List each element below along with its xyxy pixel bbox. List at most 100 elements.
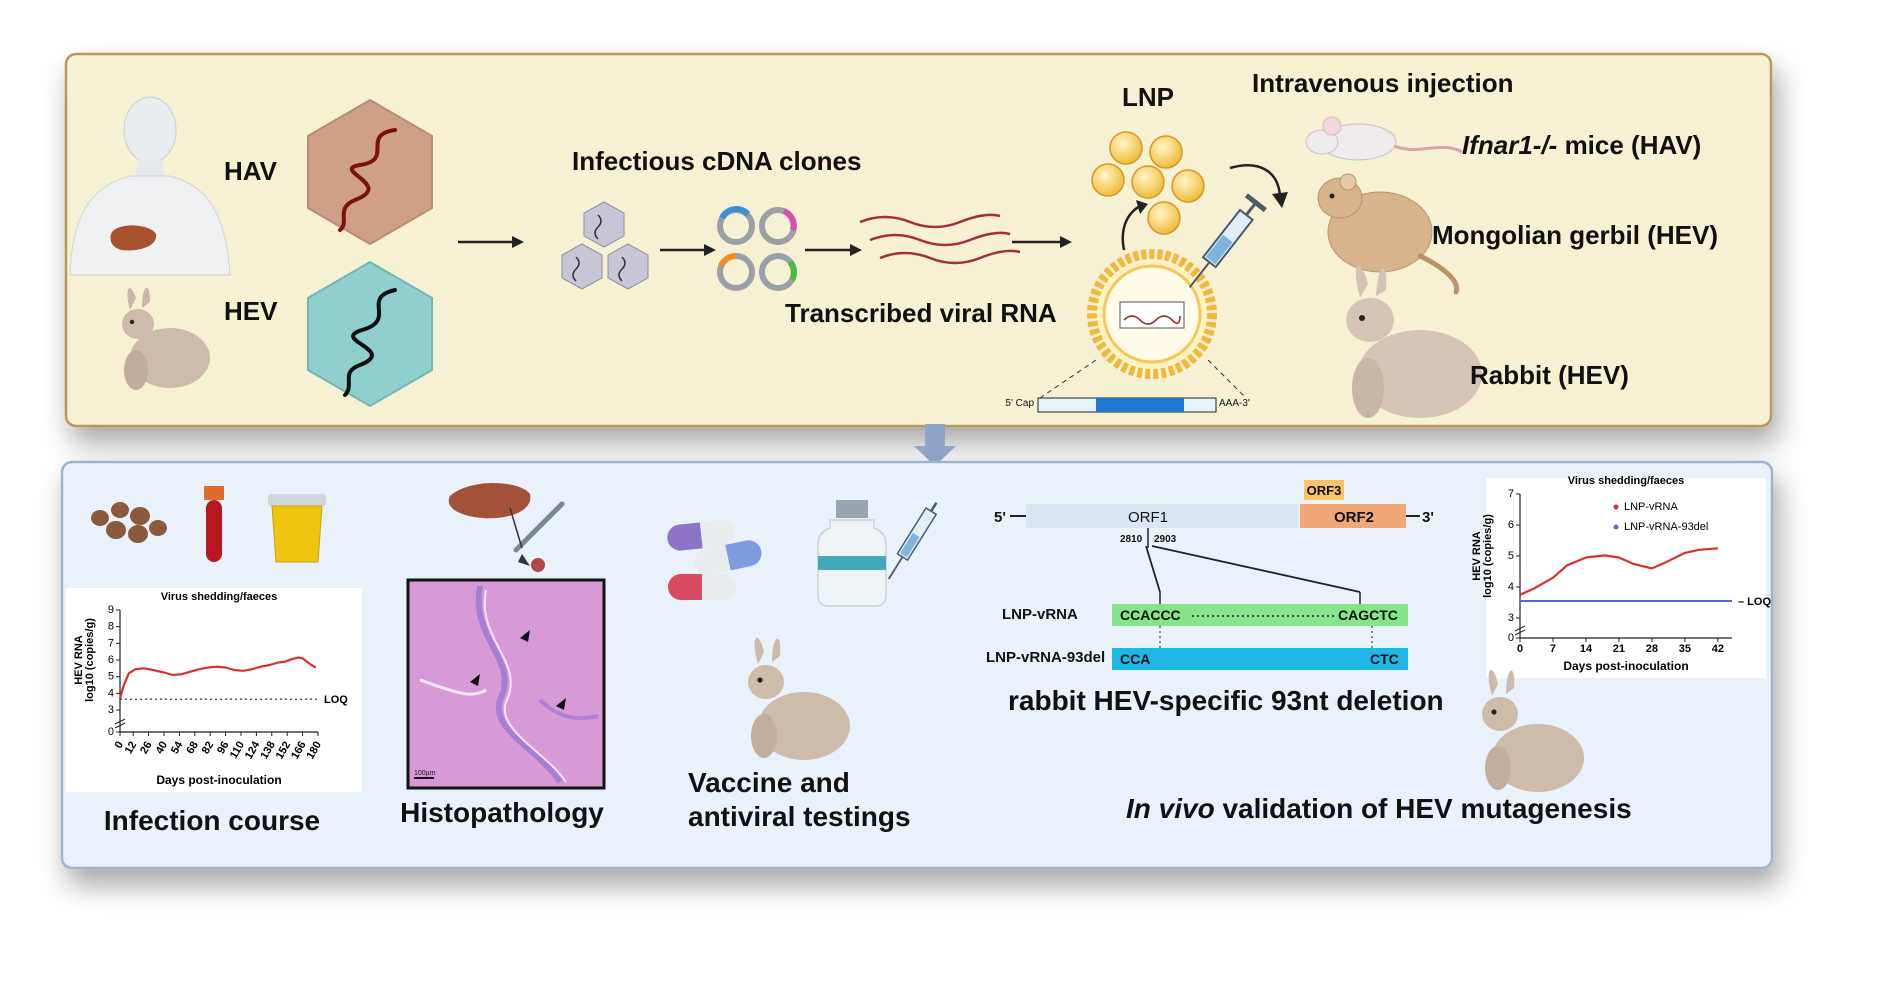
liver-icon xyxy=(110,225,157,251)
y-tick-label: 7 xyxy=(108,637,114,649)
orf1-label: ORF1 xyxy=(1128,509,1168,526)
orf2-box xyxy=(1300,504,1406,528)
histopathology-label: Histopathology xyxy=(400,797,604,828)
arrow-head-icon xyxy=(1136,200,1148,214)
lnp-particles-icon xyxy=(1091,131,1205,235)
series-line-virus-rna xyxy=(118,656,317,699)
y-tick-label: 8 xyxy=(108,621,114,633)
arrow-icon xyxy=(805,244,862,256)
pills-icon xyxy=(667,520,762,600)
loq-label: – LOQ xyxy=(1738,596,1771,608)
arrowhead-marker-icon xyxy=(470,630,566,710)
vaccine-label-line1: Vaccine and xyxy=(688,767,850,798)
y-tick-label: 0 xyxy=(108,726,114,738)
hev-label: HEV xyxy=(224,296,278,326)
curved-arrow-icon xyxy=(1121,204,1141,251)
legend-marker xyxy=(1613,504,1619,510)
del-right-seq: CTC xyxy=(1370,651,1399,667)
zoom-line xyxy=(1151,545,1361,593)
urine-cup-icon xyxy=(268,494,326,563)
validation-rest: validation of HEV mutagenesis xyxy=(1215,793,1632,824)
x-tick-label: 7 xyxy=(1550,643,1556,655)
infection-course-label: Infection course xyxy=(104,805,320,836)
y-axis-label-units: log10 (copies/g) xyxy=(84,618,96,702)
mice-label-italic: Ifnar1-/- xyxy=(1462,130,1557,160)
vial-icon xyxy=(817,500,887,607)
human-icon xyxy=(69,96,231,276)
vrna-sequence-box xyxy=(1112,604,1408,626)
x-tick-label: 0 xyxy=(113,740,126,751)
construct-3prime: AAA-3' xyxy=(1219,398,1250,409)
construct-5prime: 5' Cap xyxy=(1005,398,1034,409)
x-tick-label: 42 xyxy=(1712,643,1724,655)
syringe-icon xyxy=(887,502,938,580)
y-tick-label: 0 xyxy=(1508,632,1514,644)
series-line-lnp-vrna xyxy=(1519,547,1718,596)
injection-label: Intravenous injection xyxy=(1252,68,1514,98)
validation-label: In vivo validation of HEV mutagenesis xyxy=(1126,793,1632,824)
x-tick-label: 26 xyxy=(138,740,155,757)
hav-label: HAV xyxy=(224,156,278,186)
y-tick-label: 5 xyxy=(1508,550,1514,562)
y-tick-label: 6 xyxy=(108,654,114,666)
axis-break xyxy=(114,718,126,729)
y-tick-label: 4 xyxy=(108,687,114,699)
axis-break xyxy=(1514,625,1526,636)
x-tick-label: 82 xyxy=(200,740,217,757)
y-tick-label: 3 xyxy=(108,704,114,716)
orf3-label: ORF3 xyxy=(1307,483,1342,498)
lnp-label: LNP xyxy=(1122,82,1174,112)
down-arrow-icon xyxy=(914,424,956,466)
arrow-icon xyxy=(1012,236,1072,248)
gerbil-label: Mongolian gerbil (HEV) xyxy=(1432,220,1718,250)
y-tick-label: 6 xyxy=(1508,519,1514,531)
hev-rna-strand-icon xyxy=(343,288,397,397)
x-tick-label: 68 xyxy=(184,740,201,757)
y-tick-label: 7 xyxy=(1508,488,1514,500)
zoom-line xyxy=(1039,359,1097,399)
del-sequence-box xyxy=(1112,648,1408,670)
x-tick-label: 0 xyxy=(1517,643,1523,655)
genome-5prime: 5' xyxy=(994,509,1006,526)
x-tick-label: 35 xyxy=(1679,643,1691,655)
del-left-seq: CCA xyxy=(1120,651,1150,667)
plasmid-icon xyxy=(717,206,797,291)
arrow-icon xyxy=(660,244,716,256)
validation-italic: In vivo xyxy=(1126,793,1215,824)
mice-label-rest: mice (HAV) xyxy=(1557,130,1701,160)
x-tick-label: 28 xyxy=(1646,643,1658,655)
y-tick-label: 4 xyxy=(1508,581,1514,593)
legend-marker xyxy=(1613,524,1619,530)
x-axis-label: Days post-inoculation xyxy=(1563,659,1688,673)
construct-orf xyxy=(1096,398,1184,412)
y-tick-label: 5 xyxy=(108,671,114,683)
zoom-line xyxy=(1145,545,1161,593)
clones-label: Infectious cDNA clones xyxy=(572,146,861,176)
y-axis-label: HEV RNA xyxy=(1471,531,1483,581)
chart-2-background xyxy=(1486,478,1766,678)
hav-capsid-icon xyxy=(307,98,433,246)
x-tick-label: 12 xyxy=(123,740,140,757)
deletion-caption: rabbit HEV-specific 93nt deletion xyxy=(1008,685,1444,716)
rna-label: Transcribed viral RNA xyxy=(785,298,1057,328)
y-tick-label: 3 xyxy=(1508,612,1514,624)
x-tick-label: 96 xyxy=(215,740,232,757)
rabbit-label: Rabbit (HEV) xyxy=(1470,360,1629,390)
x-tick-label: 40 xyxy=(154,740,171,757)
vrna-left-seq: CCACCC xyxy=(1120,607,1181,623)
del-row-label: LNP-vRNA-93del xyxy=(986,649,1105,666)
chart-1-background xyxy=(66,588,362,792)
rna-strands-icon xyxy=(859,213,1021,265)
orf2-label: ORF2 xyxy=(1334,509,1374,526)
rabbit-icon xyxy=(122,287,210,390)
vrna-right-seq: CAGCTC xyxy=(1338,607,1398,623)
blood-tube-icon xyxy=(204,486,224,562)
legend-label: LNP-vRNA xyxy=(1624,501,1678,513)
arrow-icon xyxy=(458,236,524,248)
hav-rna-strand-icon xyxy=(338,128,397,232)
orf1-box xyxy=(1026,504,1298,528)
rabbit-icon xyxy=(1482,669,1584,792)
position-end: 2903 xyxy=(1154,534,1177,545)
vaccine-label-line2: antiviral testings xyxy=(688,801,911,832)
